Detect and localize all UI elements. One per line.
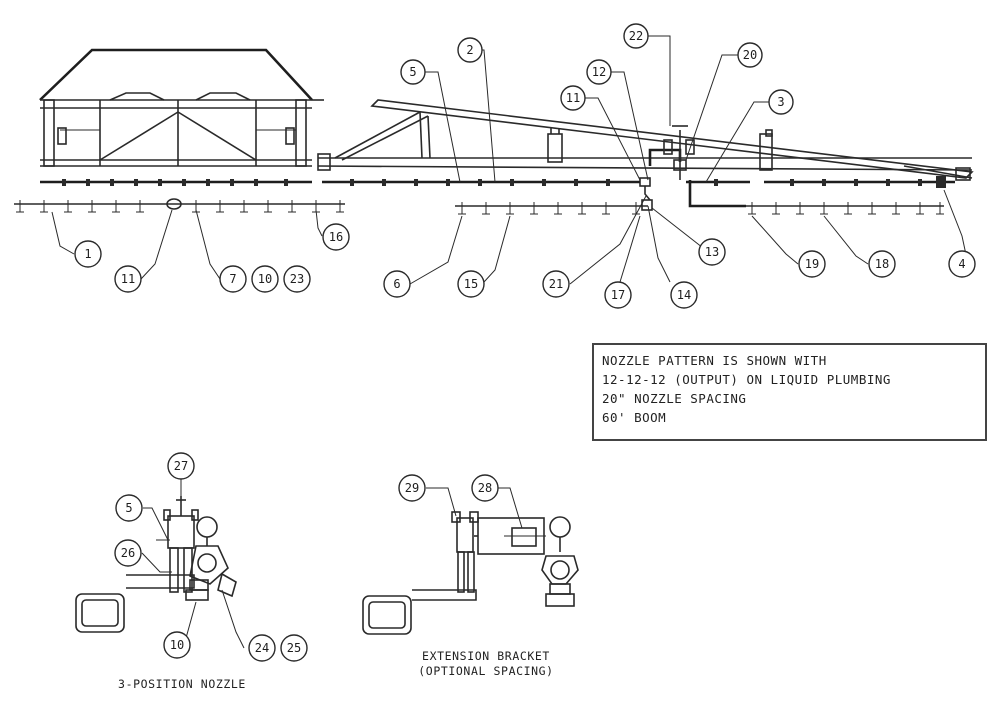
callout-16: 16 <box>322 223 350 251</box>
callout-29: 29 <box>398 474 426 502</box>
callout-18: 18 <box>868 250 896 278</box>
svg-text:20: 20 <box>743 48 757 62</box>
callout-20: 20 <box>737 42 763 68</box>
svg-text:11: 11 <box>121 272 135 286</box>
callout-5-detail: 5 <box>115 494 143 522</box>
note-line: NOZZLE PATTERN IS SHOWN WITH <box>602 353 827 368</box>
callout-17: 17 <box>604 281 632 309</box>
callout-19: 19 <box>798 250 826 278</box>
svg-text:4: 4 <box>958 257 965 271</box>
callout-2: 2 <box>457 37 483 63</box>
note-line: 12-12-12 (OUTPUT) ON LIQUID PLUMBING <box>602 372 891 387</box>
svg-text:2: 2 <box>466 43 473 57</box>
callout-5: 5 <box>400 59 426 85</box>
extension-bracket-caption-line2: (OPTIONAL SPACING) <box>418 664 554 678</box>
center-frame <box>39 48 324 167</box>
svg-text:17: 17 <box>611 288 625 302</box>
svg-text:5: 5 <box>409 65 416 79</box>
three-position-nozzle-caption: 3-POSITION NOZZLE <box>118 677 246 691</box>
upper-pipe-row <box>40 176 955 188</box>
lower-nozzle-row-right <box>455 199 944 215</box>
svg-text:11: 11 <box>566 91 580 105</box>
callout-22: 22 <box>623 23 649 49</box>
three-position-nozzle-detail <box>75 478 245 649</box>
svg-text:24: 24 <box>255 641 269 655</box>
callout-21: 21 <box>542 270 570 298</box>
extension-bracket-caption-line1: EXTENSION BRACKET <box>422 649 550 663</box>
svg-text:14: 14 <box>677 288 691 302</box>
callout-11-bottom: 11 <box>114 265 142 293</box>
svg-text:29: 29 <box>405 481 419 495</box>
center-plumbing <box>639 125 746 208</box>
callout-28: 28 <box>471 474 499 502</box>
callout-4: 4 <box>948 250 976 278</box>
callout-1: 1 <box>74 240 102 268</box>
svg-text:18: 18 <box>875 257 889 271</box>
svg-text:27: 27 <box>174 459 188 473</box>
svg-text:25: 25 <box>287 641 301 655</box>
callout-12: 12 <box>586 59 612 85</box>
svg-text:3: 3 <box>777 95 784 109</box>
callout-7: 7 <box>219 265 247 293</box>
callout-27: 27 <box>167 452 195 480</box>
svg-text:23: 23 <box>290 272 304 286</box>
callout-23: 23 <box>283 265 311 293</box>
extension-bracket-detail <box>362 487 579 635</box>
callout-3: 3 <box>768 89 794 115</box>
callout-13: 13 <box>698 238 726 266</box>
callout-10-detail: 10 <box>163 631 191 659</box>
svg-text:28: 28 <box>478 481 492 495</box>
leader-lines-top <box>51 35 969 285</box>
svg-text:5: 5 <box>125 501 132 515</box>
callout-10: 10 <box>251 265 279 293</box>
svg-text:10: 10 <box>258 272 272 286</box>
callout-15: 15 <box>457 270 485 298</box>
callout-6: 6 <box>383 270 411 298</box>
svg-text:6: 6 <box>393 277 400 291</box>
svg-text:22: 22 <box>629 29 643 43</box>
svg-text:15: 15 <box>464 277 478 291</box>
svg-text:13: 13 <box>705 245 719 259</box>
svg-text:10: 10 <box>170 638 184 652</box>
callout-25: 25 <box>280 634 308 662</box>
svg-text:12: 12 <box>592 65 606 79</box>
note-line: 60' BOOM <box>602 410 667 425</box>
svg-text:7: 7 <box>229 272 236 286</box>
callout-26: 26 <box>114 539 142 567</box>
note-line: 20" NOZZLE SPACING <box>602 391 747 406</box>
nozzle-pattern-note: NOZZLE PATTERN IS SHOWN WITH 12-12-12 (O… <box>592 343 987 441</box>
callout-24: 24 <box>248 634 276 662</box>
svg-text:26: 26 <box>121 546 135 560</box>
callout-11-top: 11 <box>560 85 586 111</box>
svg-text:1: 1 <box>84 247 91 261</box>
lower-nozzle-row-left <box>14 198 345 213</box>
callout-14: 14 <box>670 281 698 309</box>
svg-text:19: 19 <box>805 257 819 271</box>
svg-text:16: 16 <box>329 230 343 244</box>
svg-text:21: 21 <box>549 277 563 291</box>
